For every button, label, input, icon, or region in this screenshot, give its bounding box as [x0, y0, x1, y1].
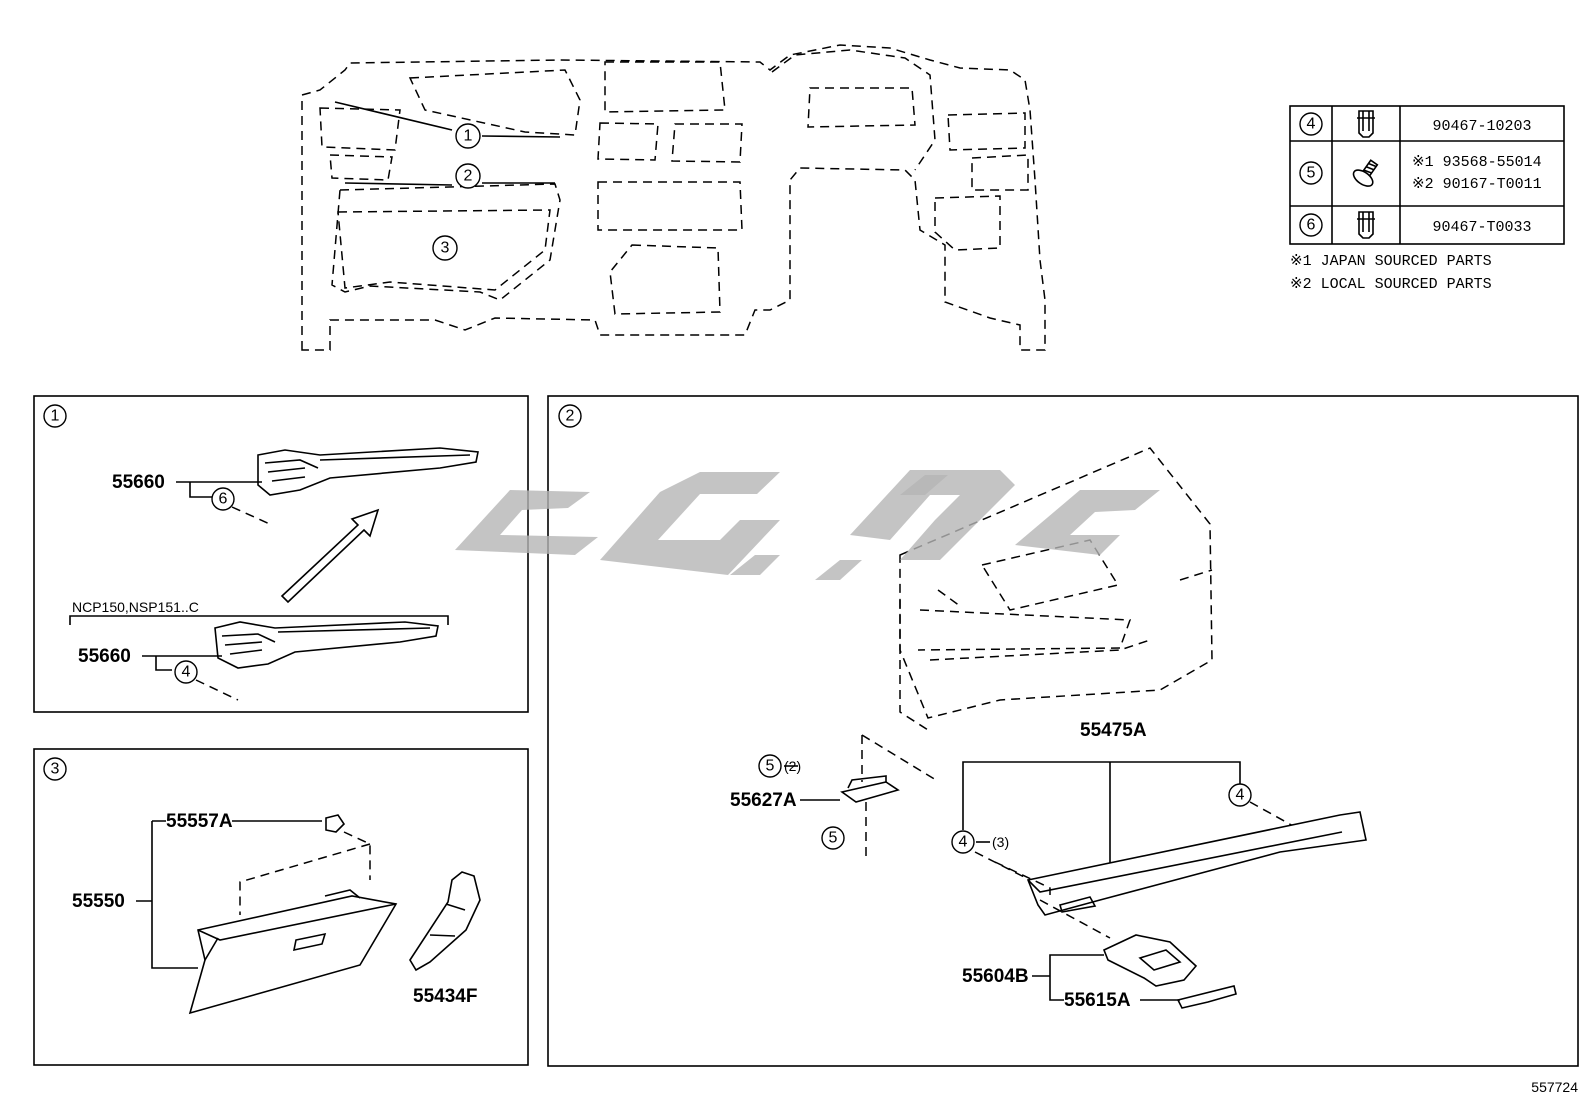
panel-2-clip-b-qty: (3) — [992, 834, 1009, 850]
callout-2-label: 2 — [464, 168, 473, 185]
panel-2-screw-a: 5 — [766, 758, 775, 775]
glove-box-side-trim — [409, 871, 481, 972]
table-part-6: 90467-T0033 — [1432, 219, 1531, 236]
illustration-id: 557724 — [1531, 1079, 1578, 1095]
panel-3-number: 3 — [51, 761, 60, 778]
lower-panel-55475a — [1026, 811, 1367, 916]
panel-2-clip-a: 4 — [1236, 787, 1245, 804]
panel-2: 2 5 (2) 55627A 5 55475A 4 — [547, 395, 1579, 1067]
panel-3-part-55434f: 55434F — [413, 986, 477, 1007]
side-vent-upper — [257, 447, 479, 496]
table-key-4-label: 4 — [1307, 116, 1316, 133]
panel-3: 3 55557A 55550 55434F — [33, 748, 529, 1066]
panel-2-part-55475a: 55475A — [1080, 720, 1147, 741]
panel-2-clip-b: 4 — [959, 834, 968, 851]
panel-3-part-55550: 55550 — [72, 891, 125, 912]
callout-1 — [455, 123, 481, 149]
panel-1-number: 1 — [51, 408, 60, 425]
panel-2-part-55604b: 55604B — [962, 966, 1029, 987]
callout-3-label: 3 — [441, 240, 450, 257]
table-part-5b: ※2 90167-T0011 — [1412, 176, 1542, 193]
side-vent-lower — [214, 621, 439, 669]
panel-cover-55604b — [1102, 934, 1198, 987]
table-part-4: 90467-10203 — [1432, 118, 1531, 135]
panel-1-part-upper: 55660 — [112, 472, 165, 493]
table-key-6 — [1299, 213, 1323, 237]
dashboard-overview: 1 2 3 — [301, 44, 1046, 351]
stopper-icon — [325, 814, 346, 833]
panel-2-number: 2 — [566, 408, 575, 425]
table-key-5 — [1299, 161, 1323, 185]
glove-box — [188, 889, 398, 1015]
table-key-5-label: 5 — [1307, 165, 1316, 182]
table-key-4 — [1299, 112, 1323, 136]
panel-2-part-55627a: 55627A — [730, 790, 797, 811]
watermark-logo — [455, 470, 1160, 580]
callout-2 — [455, 163, 481, 189]
callout-1-label: 1 — [464, 128, 473, 145]
screw-icon — [1352, 159, 1379, 187]
note-japan-sourced: ※1 JAPAN SOURCED PARTS — [1290, 253, 1492, 270]
callout-3 — [432, 235, 458, 261]
clip-icon — [1357, 110, 1375, 138]
panel-1: 1 55660 6 NCP150,NSP151..C 55660 4 — [33, 395, 529, 713]
part-55627a-bracket — [840, 775, 900, 803]
panel-3-part-55557a: 55557A — [166, 811, 233, 832]
table-part-5a: ※1 93568-55014 — [1412, 154, 1542, 171]
panel-1-clip-lower: 4 — [182, 664, 191, 681]
trim-strip-55615a — [1176, 985, 1237, 1009]
panel-1-part-lower: 55660 — [78, 646, 131, 667]
panel-1-variant-label: NCP150,NSP151..C — [72, 599, 199, 615]
note-local-sourced: ※2 LOCAL SOURCED PARTS — [1290, 276, 1492, 293]
table-key-6-label: 6 — [1307, 217, 1316, 234]
panel-2-part-55615a: 55615A — [1064, 990, 1131, 1011]
arrow-icon — [280, 508, 380, 604]
fastener-table: 4 90467-10203 5 ※1 93568-55014 ※2 90167-… — [1289, 105, 1565, 293]
panel-2-screw-b: 5 — [829, 830, 838, 847]
clip-icon — [1357, 211, 1375, 239]
panel-1-clip-upper: 6 — [219, 491, 228, 508]
instrument-panel — [899, 447, 1213, 731]
